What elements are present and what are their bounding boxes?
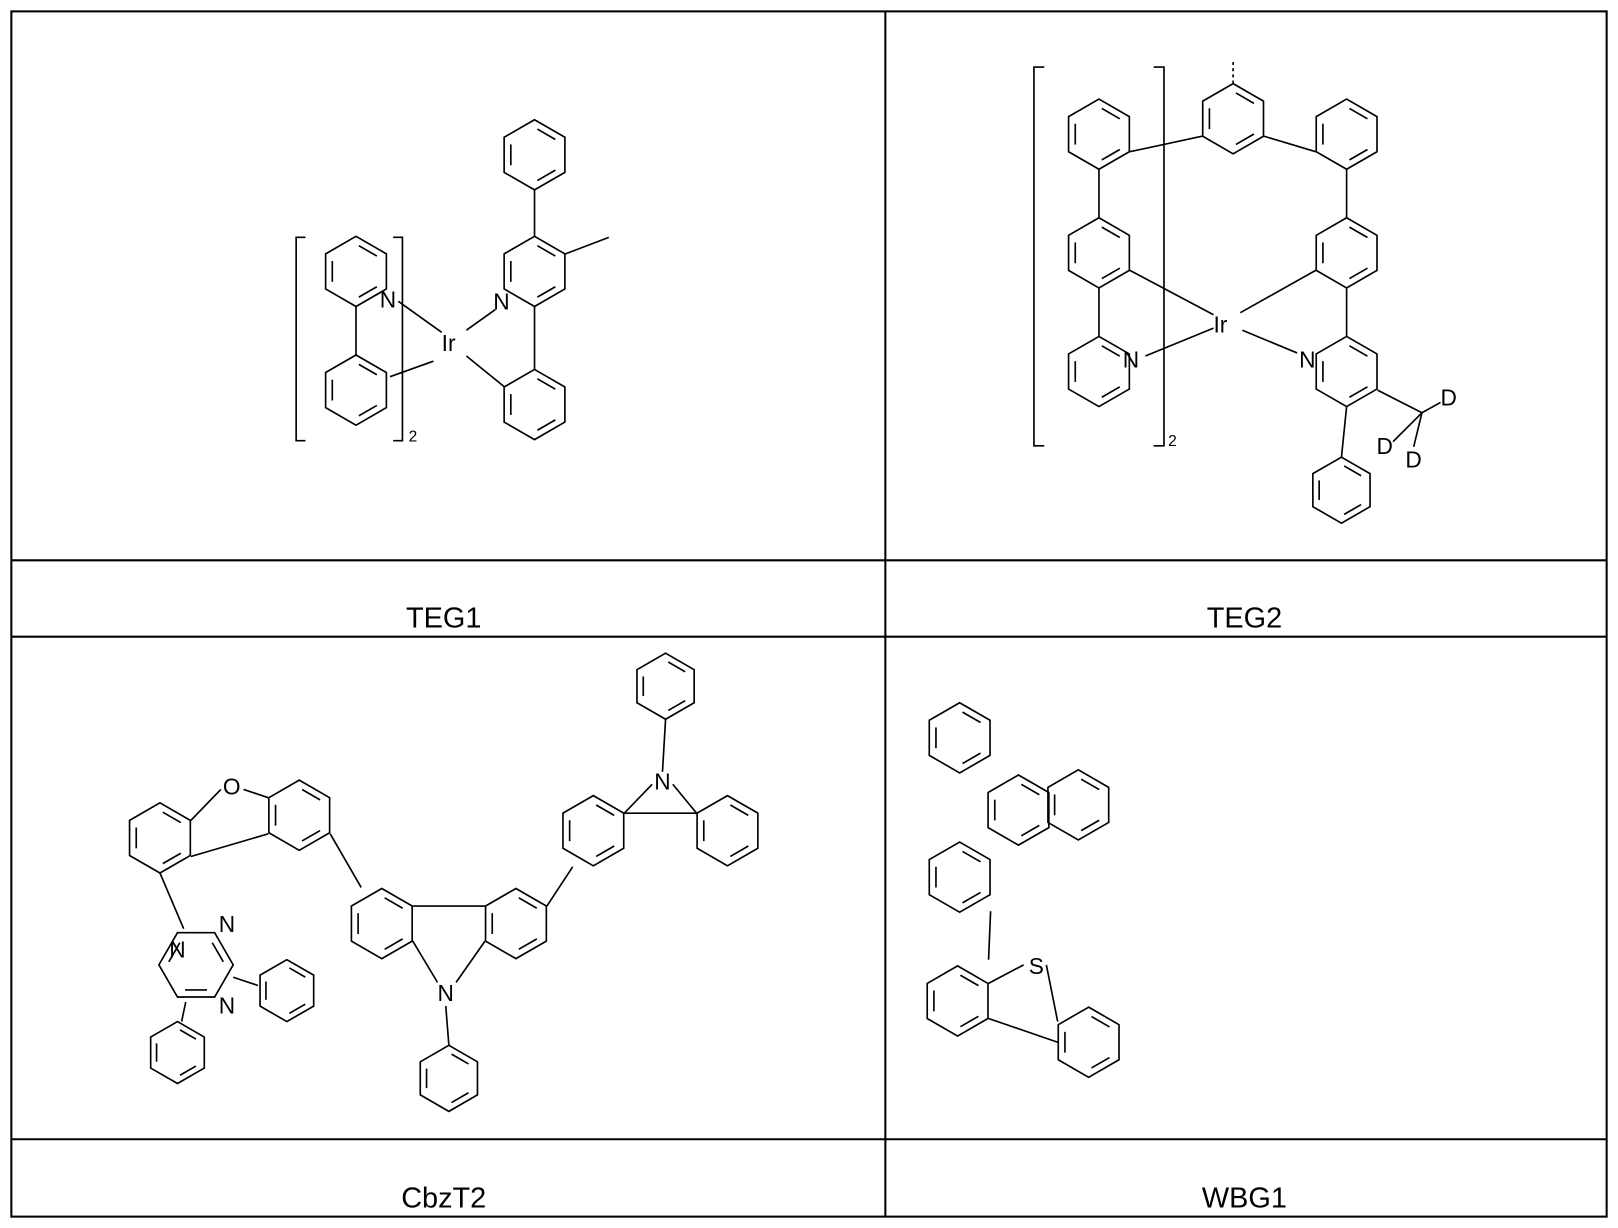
aromatic-ring [1058,1007,1119,1077]
atom-label-n: N [380,287,396,313]
bond [662,719,665,772]
compound-name-wbg1: WBG1 [1202,1182,1287,1214]
aromatic-ring [326,236,387,306]
bond [466,356,504,387]
table-grid [11,11,1606,1216]
bond [624,784,652,813]
bond [390,361,433,376]
bond [1422,402,1441,412]
aromatic-ring [1203,84,1264,154]
atom-label-n: N [169,937,185,963]
bond [673,784,697,813]
bond [398,301,441,332]
aromatic-ring [1069,336,1130,406]
bond [466,310,495,331]
atom-label-ir: Ir [442,330,456,356]
structure-teg1 [296,120,609,441]
aromatic-ring [1069,99,1130,169]
bond [547,867,573,906]
atom-label-s: S [1029,953,1044,979]
aromatic-ring [1048,770,1109,840]
atom-label-d: D [1405,446,1421,472]
bond [233,977,258,985]
subscript-2: 2 [409,429,418,446]
atom-label-n: N [493,289,509,315]
aromatic-ring [697,796,758,866]
bond [160,873,184,929]
atom-label-o: O [223,774,241,800]
aromatic-ring [486,888,547,958]
bond [191,789,221,820]
structure-wbg1 [927,703,1119,1078]
bond [244,789,269,797]
atom-label-d: D [1377,433,1393,459]
subscript-2: 2 [1168,433,1177,450]
structure-cbzt2 [130,653,758,1111]
aromatic-ring [1313,457,1370,523]
bond [1242,330,1297,353]
bracket [1154,67,1164,446]
atom-label-n: N [219,911,235,937]
aromatic-ring [1316,218,1377,288]
aromatic-ring [1316,99,1377,169]
bracket [1034,67,1044,446]
aromatic-ring [260,960,314,1022]
bond [191,834,268,857]
aromatic-ring [504,236,565,306]
atom-label-n: N [1123,346,1139,372]
bond [1145,328,1213,356]
aromatic-ring [151,1022,205,1084]
aromatic-ring [130,803,191,873]
atom-label-n: N [654,768,670,794]
aromatic-ring [269,780,330,850]
bond [1378,390,1422,413]
bond [413,941,438,982]
aromatic-ring [929,703,990,773]
aromatic-ring [504,120,565,190]
aromatic-ring [326,355,387,425]
aromatic-ring [420,1045,477,1111]
aromatic-ring [504,369,565,439]
bond [1264,136,1316,151]
bond [1341,407,1346,458]
bond [989,1019,1058,1043]
bond [446,1006,449,1045]
compound-name-teg1: TEG1 [406,602,481,634]
aromatic-ring [929,842,990,912]
aromatic-ring [1069,218,1130,288]
bond [1130,270,1214,314]
bond [1046,965,1057,1022]
bond [1130,136,1202,151]
bond [989,911,991,959]
bond [989,965,1024,984]
compound-name-cbzt2: CbzT2 [401,1182,486,1214]
atom-label-d: D [1441,385,1457,411]
atom-label-n: N [219,992,235,1018]
atom-label-n: N [438,980,454,1006]
table-border [11,11,1606,1216]
aromatic-ring [563,796,624,866]
aromatic-ring [1316,336,1377,406]
aromatic-ring [637,653,694,719]
aromatic-ring [351,888,412,958]
atom-label-ir: Ir [1214,311,1228,337]
aromatic-ring [927,966,988,1036]
bond [565,237,608,254]
bracket [393,237,402,440]
bracket [296,237,305,440]
atom-label-n: N [1299,346,1315,372]
compound-name-teg2: TEG2 [1207,602,1282,634]
bond [182,1002,186,1022]
bond [1240,270,1315,312]
aromatic-ring [988,775,1049,845]
atom-labels: N N Ir 2 N N Ir 2 D D D O N N N N N S [169,287,1457,1019]
bond [330,834,361,888]
bond [456,941,485,982]
